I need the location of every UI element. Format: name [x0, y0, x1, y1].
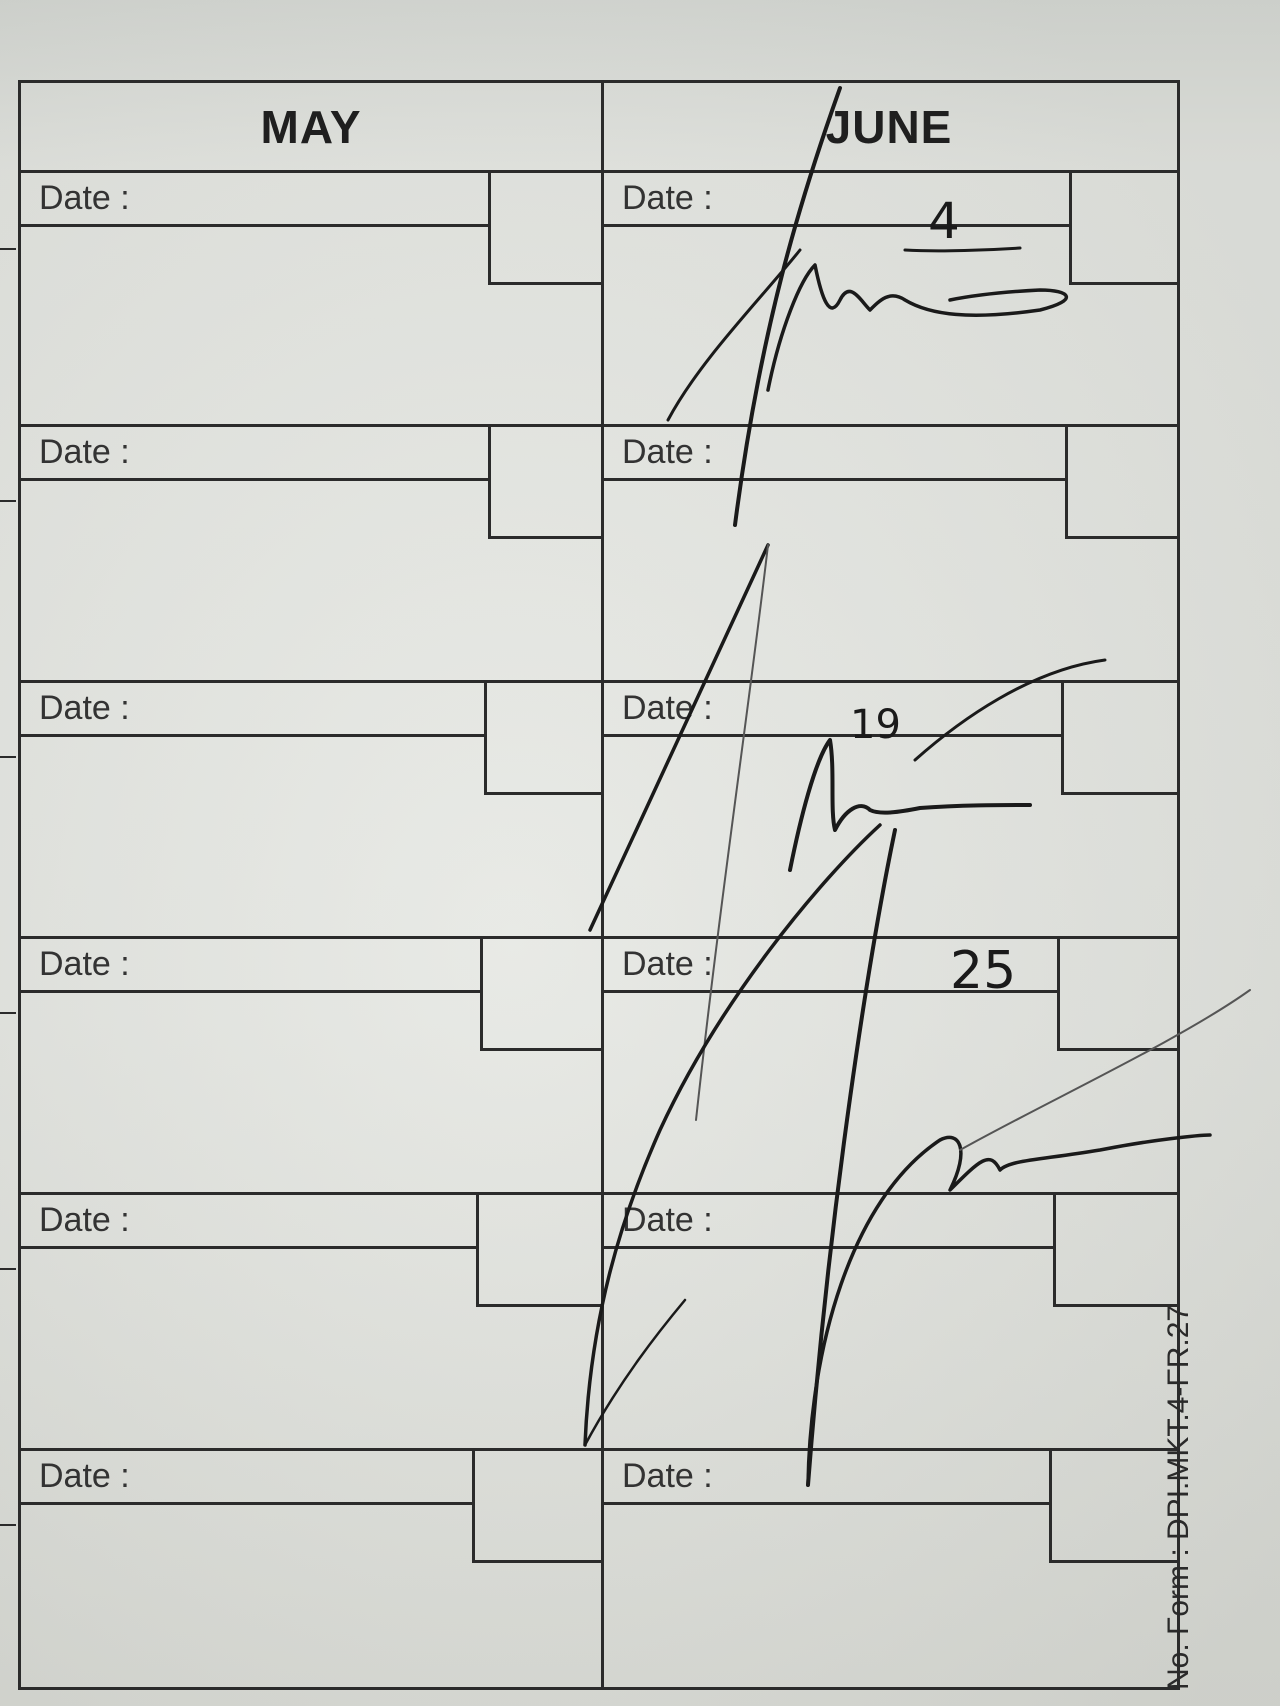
check-box[interactable] [1069, 173, 1177, 285]
may-entry: Date : [21, 939, 601, 1195]
margin-tick [0, 500, 16, 502]
date-label: Date : [622, 945, 713, 983]
date-label: Date : [39, 179, 130, 217]
date-label: Date : [622, 689, 713, 727]
check-box[interactable] [488, 427, 601, 539]
check-box[interactable] [1057, 939, 1177, 1051]
date-row: Date : [21, 939, 483, 993]
june-entry: Date : [604, 1195, 1177, 1451]
june-entry: Date : [604, 173, 1177, 427]
check-box[interactable] [476, 1195, 601, 1307]
june-entry: Date : [604, 427, 1177, 683]
date-row: Date : [604, 1451, 1052, 1505]
may-entry: Date : [21, 173, 601, 427]
date-label: Date : [39, 945, 130, 983]
margin-tick [0, 1268, 16, 1270]
date-label: Date : [39, 1457, 130, 1495]
check-box[interactable] [480, 939, 601, 1051]
month-header-may: MAY [21, 83, 601, 173]
date-row: Date : [21, 173, 491, 227]
may-entry: Date : [21, 1195, 601, 1451]
margin-tick [0, 1524, 16, 1526]
june-entry: Date : [604, 683, 1177, 939]
date-label: Date : [39, 689, 130, 727]
date-row: Date : [21, 1451, 475, 1505]
june-entry: Date : [604, 939, 1177, 1195]
form-code-label: No. Form : DPI.MKT.4-FR.27 [1162, 1304, 1195, 1690]
check-box[interactable] [1061, 683, 1177, 795]
date-label: Date : [622, 179, 713, 217]
date-label: Date : [622, 1201, 713, 1239]
date-row: Date : [604, 173, 1072, 227]
date-row: Date : [21, 427, 491, 481]
margin-tick [0, 248, 16, 250]
attendance-form-table: MAY JUNE Date : Date : Date : Date : Dat… [18, 80, 1180, 1690]
date-label: Date : [39, 433, 130, 471]
date-label: Date : [622, 433, 713, 471]
month-header-june: JUNE [601, 83, 1177, 173]
may-entry: Date : [21, 1451, 601, 1687]
date-row: Date : [604, 683, 1064, 737]
date-row: Date : [21, 683, 487, 737]
date-row: Date : [604, 427, 1068, 481]
date-row: Date : [604, 1195, 1056, 1249]
date-label: Date : [622, 1457, 713, 1495]
check-box[interactable] [1065, 427, 1177, 539]
margin-tick [0, 1012, 16, 1014]
june-entry: Date : [604, 1451, 1177, 1687]
check-box[interactable] [488, 173, 601, 285]
may-entry: Date : [21, 683, 601, 939]
date-label: Date : [39, 1201, 130, 1239]
may-entry: Date : [21, 427, 601, 683]
margin-tick [0, 756, 16, 758]
check-box[interactable] [1053, 1195, 1177, 1307]
check-box[interactable] [1049, 1451, 1177, 1563]
check-box[interactable] [472, 1451, 601, 1563]
date-row: Date : [604, 939, 1060, 993]
date-row: Date : [21, 1195, 479, 1249]
check-box[interactable] [484, 683, 601, 795]
